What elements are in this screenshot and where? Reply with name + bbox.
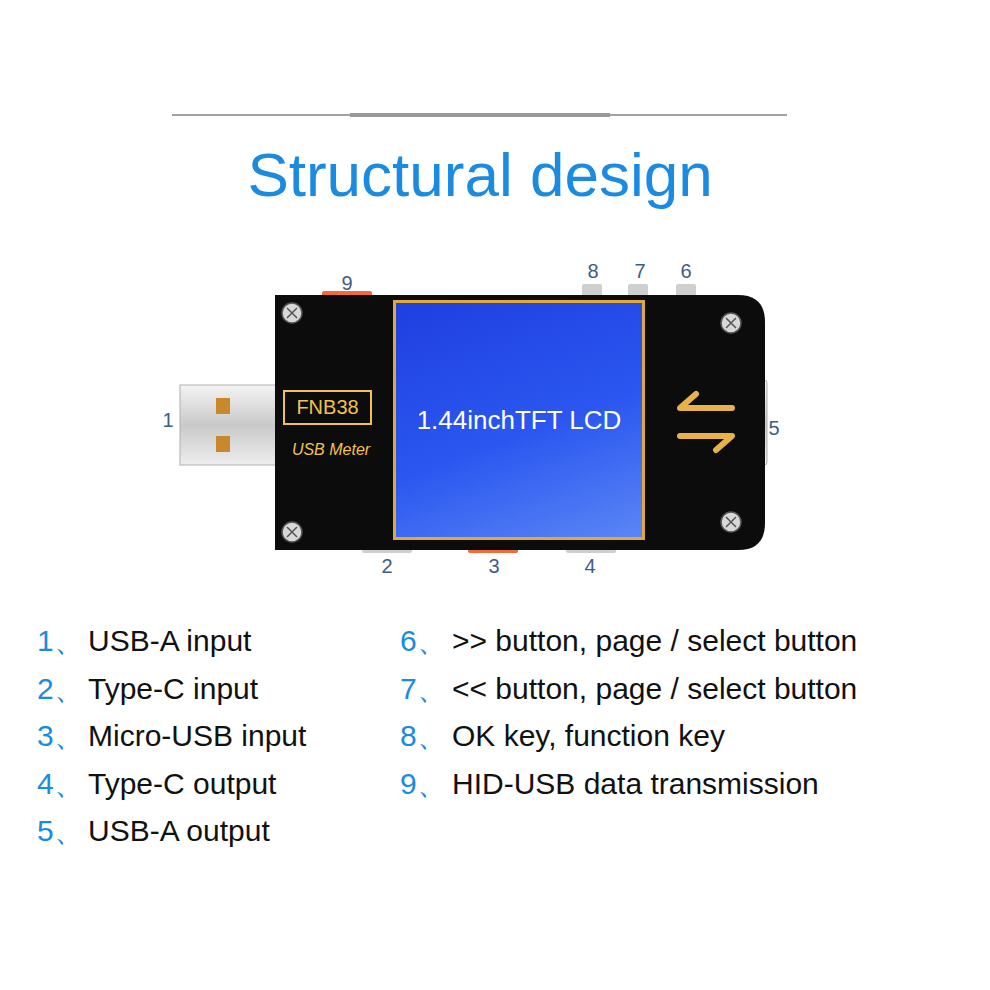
list-item: USB-A output [88, 814, 270, 847]
list-number: 6、 [400, 624, 447, 657]
callout-number: 3 [488, 555, 499, 577]
list-number: 7、 [400, 672, 447, 705]
model-badge: FNB38 [283, 390, 372, 425]
rule-line [172, 115, 787, 116]
callout-number: 2 [381, 555, 392, 577]
device-label: USB Meter [292, 441, 370, 459]
node-label: 1.44inchTFT LCD [417, 405, 622, 436]
callout-number: 4 [584, 555, 595, 577]
list-item: Micro-USB input [88, 719, 306, 752]
callout-number: 6 [680, 260, 691, 282]
callout-number: 1 [162, 409, 173, 431]
usb-a-plug [180, 385, 280, 465]
direction-arrows [680, 394, 732, 450]
prev-button [628, 284, 648, 296]
ok-button [582, 284, 602, 296]
rule-accent [350, 113, 610, 117]
list-item: Type-C input [88, 672, 258, 705]
list-number: 9、 [400, 767, 447, 800]
callout-number: 9 [341, 272, 352, 294]
list-number: 4、 [37, 767, 84, 800]
callout-number: 5 [768, 417, 779, 439]
list-item: >> button, page / select button [452, 624, 857, 657]
list-number: 5、 [37, 814, 84, 847]
callout-number: 8 [587, 260, 598, 282]
plug-contact [216, 436, 230, 452]
list-item: OK key, function key [452, 719, 725, 752]
callout-number: 7 [634, 260, 645, 282]
lcd-screen: 1.44inchTFT LCD [393, 300, 645, 540]
list-item: USB-A input [88, 624, 251, 657]
list-number: 1、 [37, 624, 84, 657]
node-label: FNB38 [296, 396, 358, 419]
next-button [676, 284, 696, 296]
list-item: Type-C output [88, 767, 276, 800]
list-number: 3、 [37, 719, 84, 752]
list-item: HID-USB data transmission [452, 767, 819, 800]
plug-contact [216, 398, 230, 414]
list-number: 8、 [400, 719, 447, 752]
page-title: Structural design [247, 141, 712, 209]
device-body [275, 295, 765, 550]
list-item: << button, page / select button [452, 672, 857, 705]
list-number: 2、 [37, 672, 84, 705]
